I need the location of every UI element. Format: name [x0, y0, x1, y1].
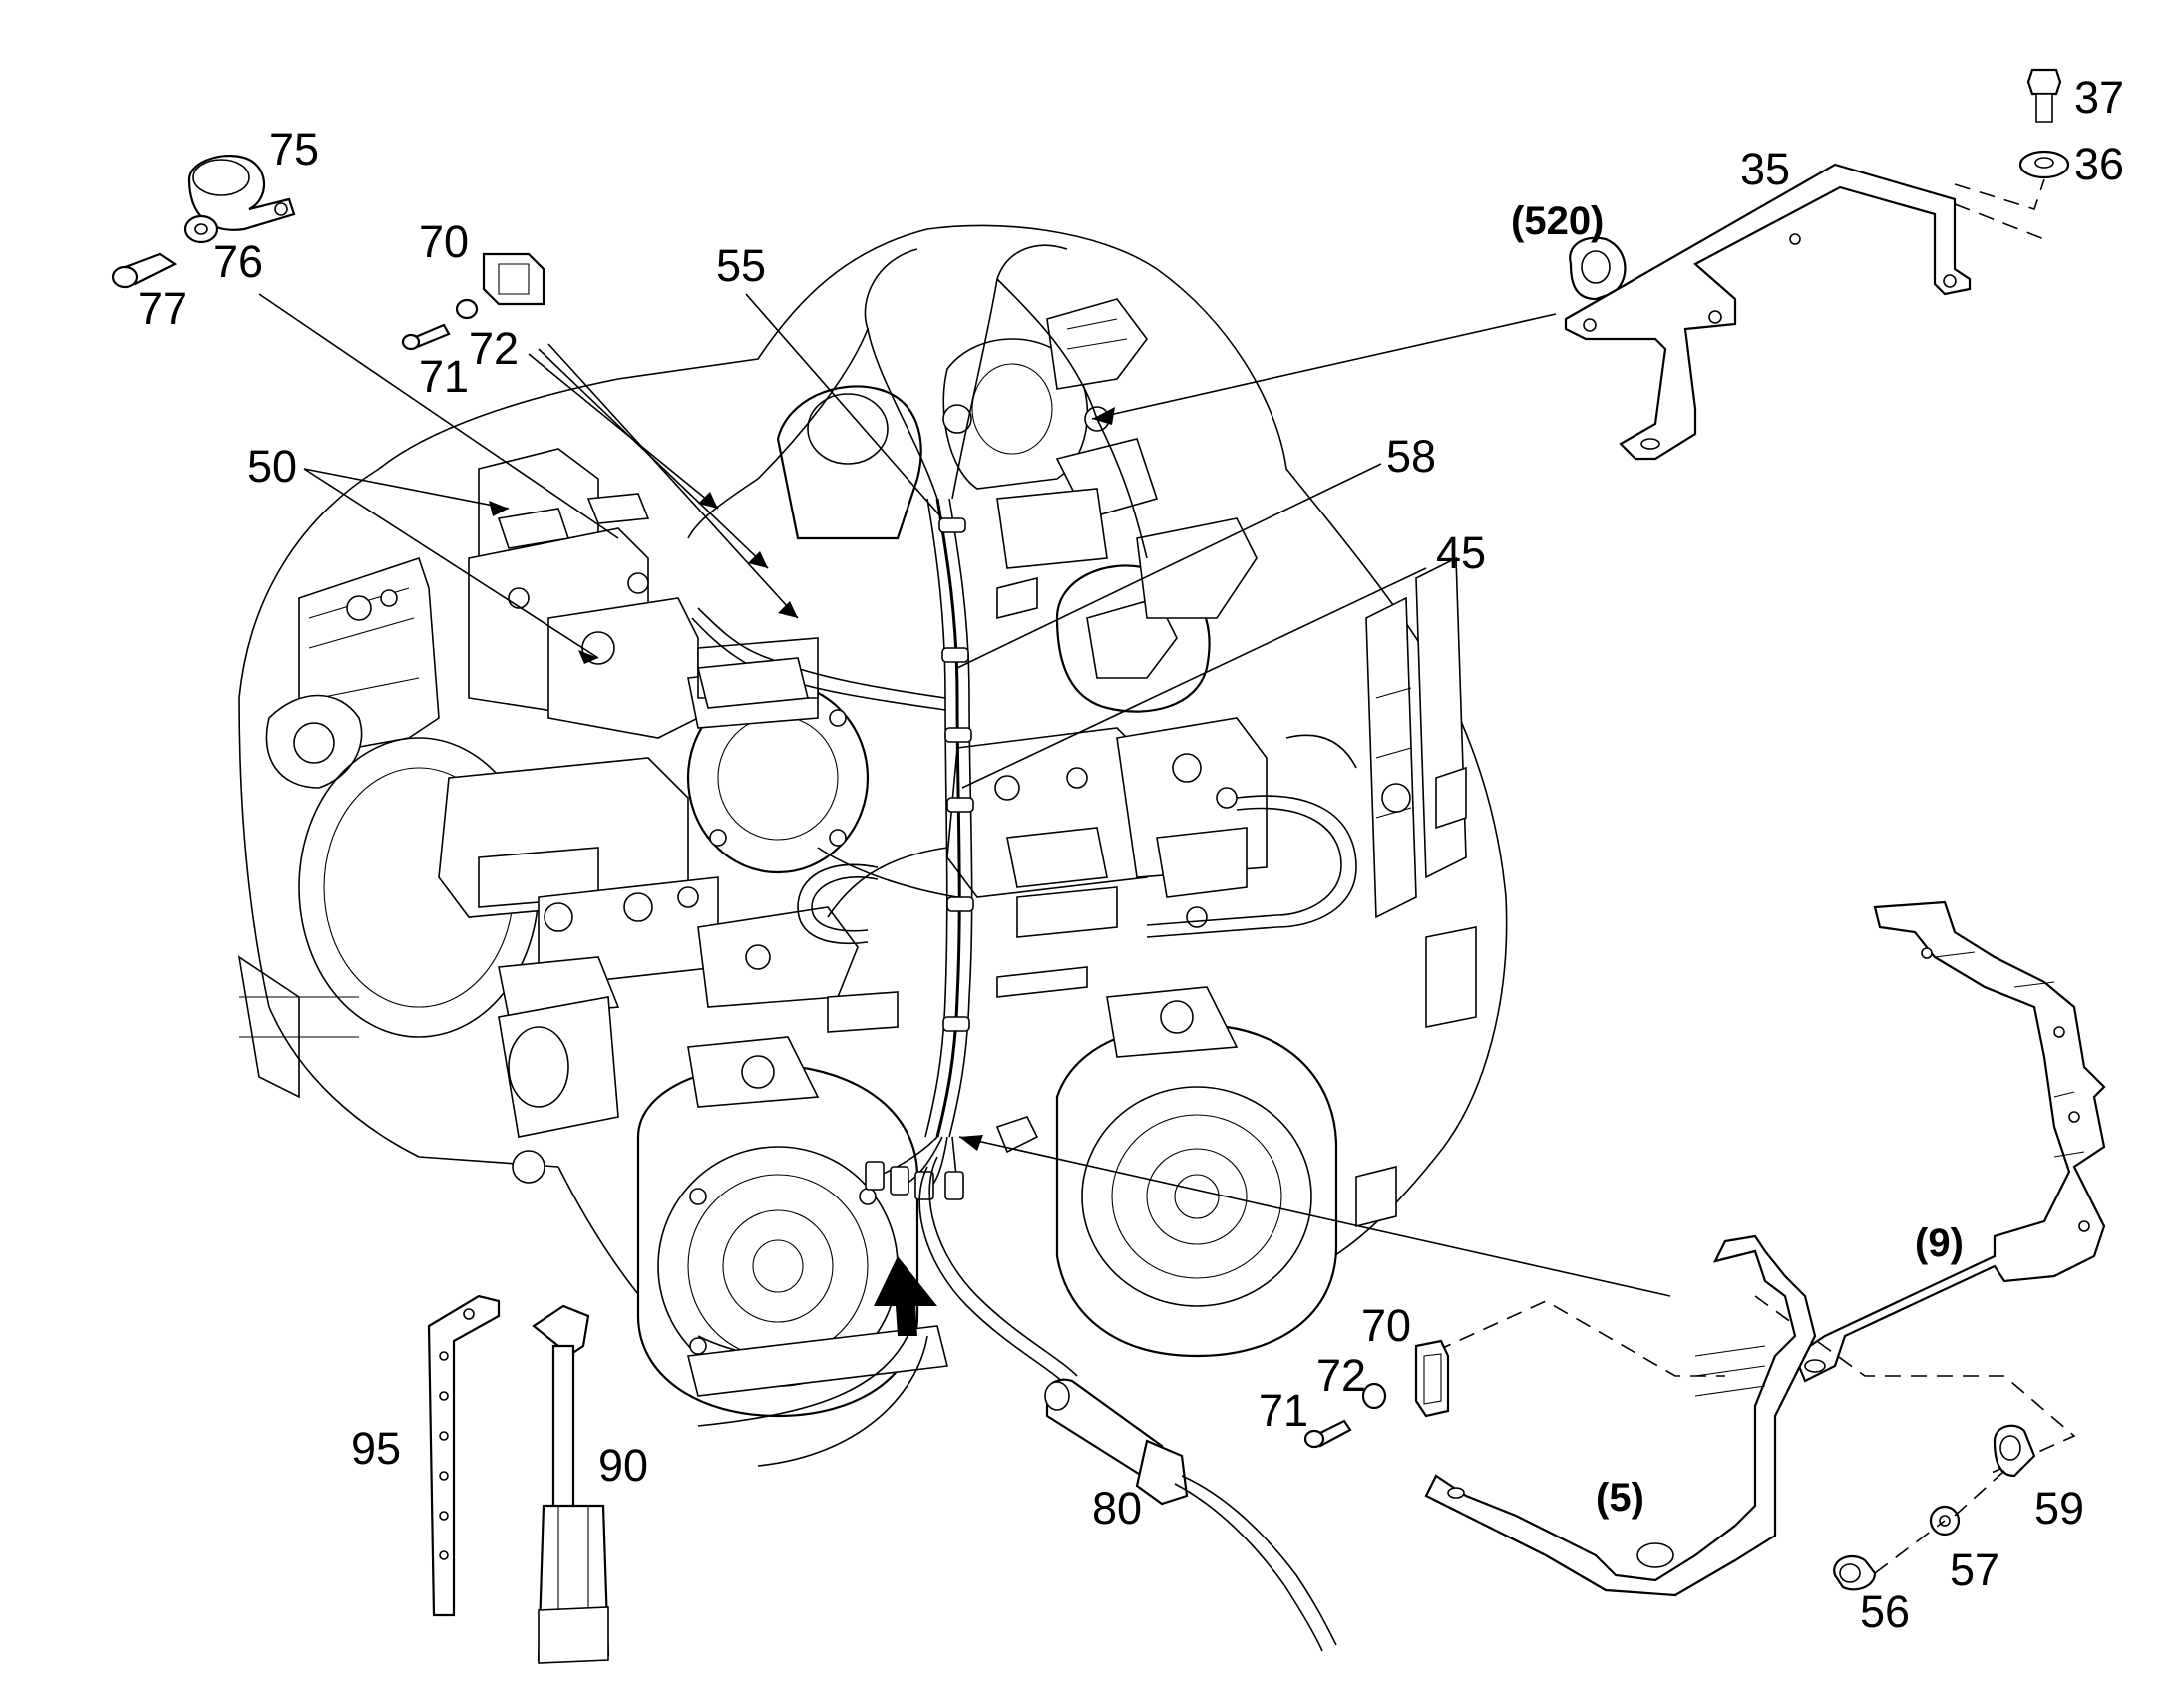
callout-90: 90 — [598, 1440, 648, 1491]
callout-71-lower: 71 — [1259, 1385, 1308, 1436]
callout-58: 58 — [1386, 431, 1436, 482]
callout-35: 35 — [1740, 144, 1790, 194]
part-72-washer-lower — [1361, 1382, 1387, 1410]
part-9-frame — [1793, 900, 2106, 1383]
callout-37: 37 — [2074, 72, 2124, 123]
leader-dash-9 — [1754, 1295, 2076, 1477]
part-56-bolt — [1833, 1554, 1877, 1591]
callout-77: 77 — [138, 283, 187, 334]
part-70-clip-upper — [482, 252, 545, 306]
callout-59: 59 — [2034, 1483, 2084, 1534]
callout-9: (9) — [1915, 1221, 1964, 1265]
part-520-clamp — [1569, 236, 1627, 301]
part-75-clamp — [187, 155, 296, 231]
callout-labels: 75 76 77 70 71 72 55 50 58 45 37 36 35 (… — [138, 72, 2124, 1637]
part-71-screw-upper — [401, 323, 451, 351]
part-5-bracket — [1424, 1234, 1817, 1597]
main-assembly — [237, 224, 1508, 1418]
part-90-dipstick-tube — [532, 1304, 610, 1664]
callout-36: 36 — [2074, 139, 2124, 189]
callout-57: 57 — [1950, 1544, 1999, 1595]
callout-520: (520) — [1511, 199, 1604, 243]
callout-45: 45 — [1436, 527, 1486, 578]
part-37-bolt — [2026, 68, 2062, 123]
callout-72-lower: 72 — [1316, 1350, 1366, 1401]
callout-71-upper: 71 — [419, 351, 469, 402]
part-59-clamp — [1993, 1424, 2036, 1478]
callout-80: 80 — [1092, 1483, 1142, 1534]
callout-76: 76 — [213, 236, 263, 287]
callout-95: 95 — [351, 1423, 401, 1474]
part-35-bracket — [1564, 163, 1972, 461]
view-arrow — [697, 1256, 937, 1467]
leader-dash-5 — [1435, 1300, 1725, 1377]
leader-lines — [258, 293, 1671, 1297]
part-76-washer — [183, 214, 219, 244]
callout-50: 50 — [247, 441, 297, 492]
callout-5: (5) — [1596, 1476, 1644, 1520]
leader-dash-35 — [1954, 178, 2045, 244]
callout-55: 55 — [716, 240, 766, 291]
part-80-sensor — [1044, 1378, 1337, 1652]
part-95-strap — [427, 1294, 501, 1617]
part-70-clip-lower — [1414, 1339, 1450, 1418]
part-71-screw-lower — [1303, 1419, 1352, 1449]
callout-70-lower: 70 — [1361, 1300, 1411, 1351]
callout-56: 56 — [1860, 1586, 1910, 1637]
part-77-bolt — [111, 252, 178, 289]
callout-72-upper: 72 — [469, 323, 519, 374]
part-36-washer — [2018, 150, 2070, 179]
part-72-washer-upper — [455, 298, 479, 320]
callout-70-upper: 70 — [419, 216, 469, 267]
callout-75: 75 — [269, 124, 319, 174]
leader-dash-59 — [1874, 1470, 2005, 1574]
